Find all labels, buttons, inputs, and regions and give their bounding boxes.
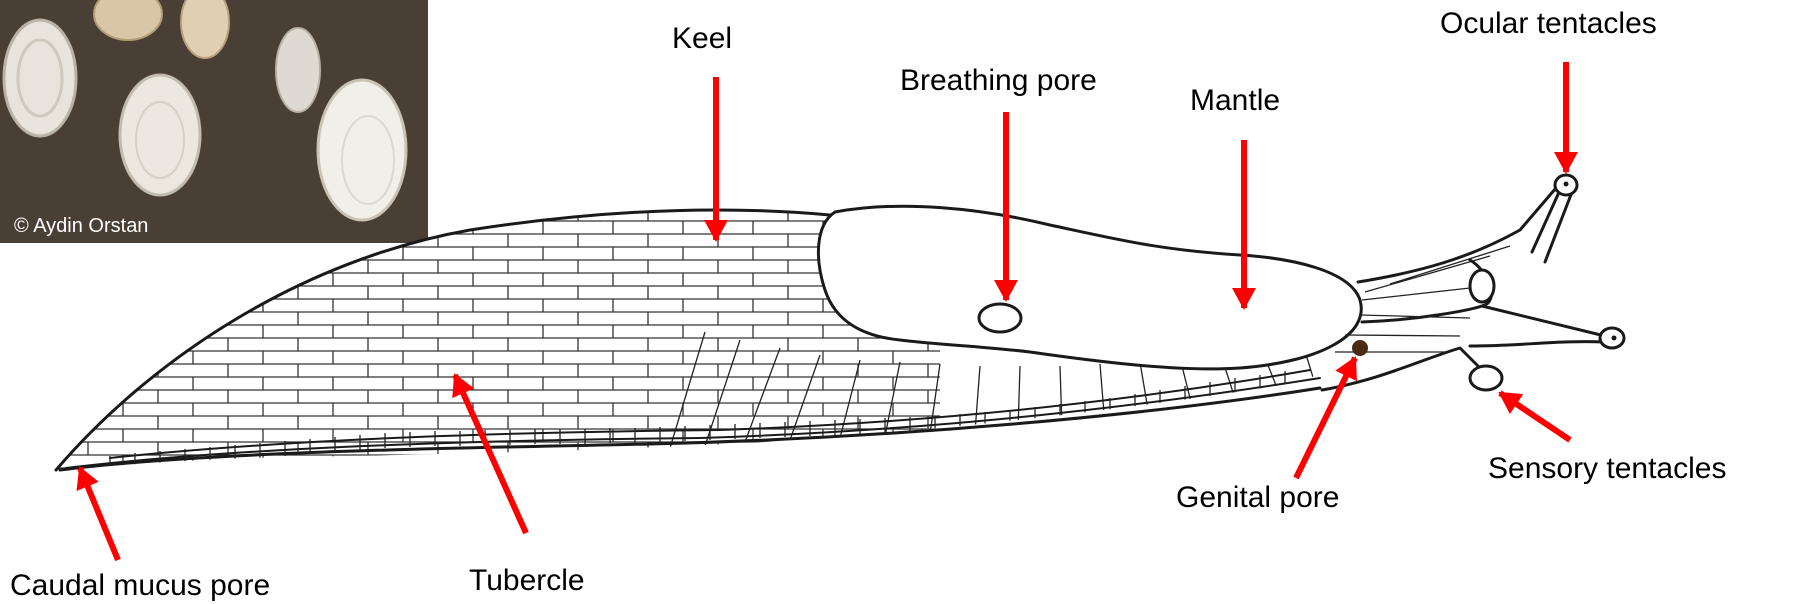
label-mantle: Mantle bbox=[1190, 84, 1280, 117]
label-keel: Keel bbox=[672, 22, 732, 55]
genital-pore bbox=[1352, 340, 1368, 356]
label-breathing-pore: Breathing pore bbox=[900, 64, 1097, 97]
shell-5 bbox=[276, 28, 320, 112]
label-caudal-mucus-pore: Caudal mucus pore bbox=[10, 569, 270, 602]
ocular-tentacle bbox=[1532, 175, 1577, 262]
caudal-mucus-pore-arrow bbox=[80, 468, 118, 560]
head bbox=[1322, 175, 1624, 390]
label-ocular-tentacles: Ocular tentacles bbox=[1440, 7, 1657, 40]
shell-1 bbox=[4, 20, 76, 136]
label-genital-pore: Genital pore bbox=[1176, 481, 1339, 514]
photo-credit: © Aydin Orstan bbox=[14, 215, 148, 237]
sensory-tentacle bbox=[1470, 366, 1502, 390]
shell-photo-inset: © Aydin Orstan bbox=[0, 0, 428, 243]
breathing-pore bbox=[979, 304, 1021, 332]
sensory-tentacles-arrow bbox=[1500, 393, 1570, 440]
shell-3 bbox=[181, 0, 229, 58]
genital-pore-arrow bbox=[1296, 358, 1355, 478]
label-tubercle: Tubercle bbox=[469, 564, 585, 597]
ocular-tentacle-2 bbox=[1600, 328, 1624, 348]
label-sensory-tentacles: Sensory tentacles bbox=[1488, 452, 1726, 485]
